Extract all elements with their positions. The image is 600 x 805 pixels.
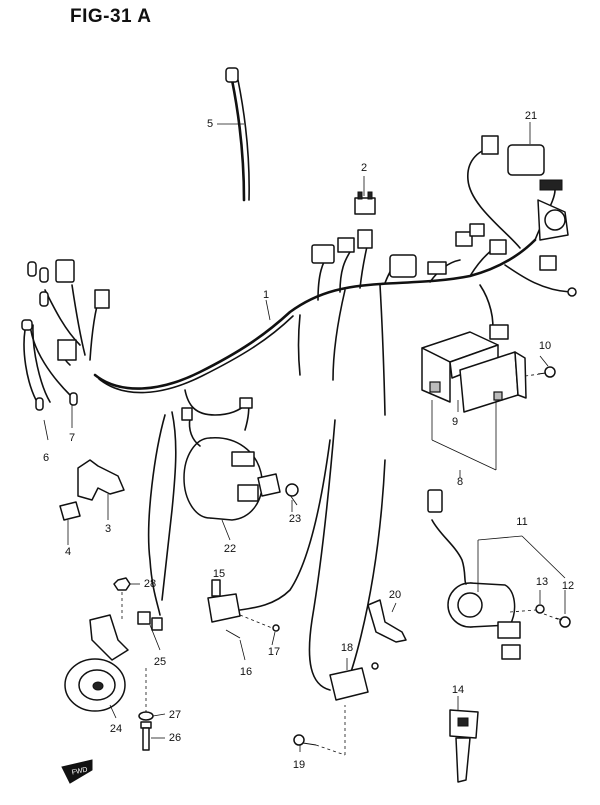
callout-8: 8: [456, 476, 464, 488]
callout-18: 18: [340, 642, 354, 654]
callout-26: 26: [168, 732, 182, 744]
screw-part-23: [285, 483, 299, 506]
main-wiring-harness: [44, 147, 571, 696]
callout-3: 3: [104, 523, 112, 535]
horn-part-24: [64, 614, 129, 712]
callout-20: 20: [388, 589, 402, 601]
washer-part-27: [138, 711, 154, 721]
bolt-part-26: [140, 721, 152, 751]
callout-5: 5: [206, 118, 214, 130]
screw-part-10: [537, 366, 556, 378]
ignition-switch-part-11: [427, 489, 521, 660]
connector-cluster: [311, 223, 577, 297]
callout-4: 4: [64, 546, 72, 558]
control-unit-part-9: [421, 324, 527, 413]
switch-part-18: [329, 662, 379, 701]
callout-2: 2: [360, 162, 368, 174]
callout-24: 24: [109, 723, 123, 735]
callout-13: 13: [535, 576, 549, 588]
callout-15: 15: [212, 568, 226, 580]
callout-14: 14: [451, 684, 465, 696]
callout-21: 21: [524, 110, 538, 122]
washer-part-13: [535, 604, 545, 614]
bracket-part-20: [367, 599, 407, 643]
assembly-dashed-lines: [121, 373, 561, 756]
figure-title: FIG-31 A: [70, 6, 152, 27]
callout-28: 28: [143, 578, 157, 590]
key-part-14: [449, 709, 479, 783]
callout-7: 7: [68, 432, 76, 444]
callout-27: 27: [168, 709, 182, 721]
callout-17: 17: [267, 646, 281, 658]
callout-1: 1: [262, 289, 270, 301]
screw-part-12: [555, 616, 571, 628]
callout-22: 22: [223, 543, 237, 555]
nut-part-28: [113, 577, 131, 591]
cable-tie-part-5: [225, 67, 250, 202]
callout-9: 9: [451, 416, 459, 428]
leader-lines: [43, 122, 566, 752]
switch-part-15: [207, 579, 280, 639]
left-connector-group: [21, 259, 110, 411]
callout-19: 19: [292, 759, 306, 771]
callout-25: 25: [153, 656, 167, 668]
callout-12: 12: [561, 580, 575, 592]
callout-6: 6: [42, 452, 50, 464]
callout-23: 23: [288, 513, 302, 525]
fwd-arrow-icon: FWD: [61, 759, 93, 784]
connector-part-25: [137, 611, 163, 631]
unit-part-22: [181, 397, 281, 521]
screw-part-19: [293, 734, 317, 746]
fwd-label: FWD: [71, 766, 88, 776]
relay-part-21: [481, 135, 569, 241]
callout-10: 10: [538, 340, 552, 352]
callout-11: 11: [516, 516, 528, 528]
bracket-part-3: [59, 459, 125, 521]
callout-16: 16: [239, 666, 253, 678]
fuse-part-2: [354, 191, 376, 215]
